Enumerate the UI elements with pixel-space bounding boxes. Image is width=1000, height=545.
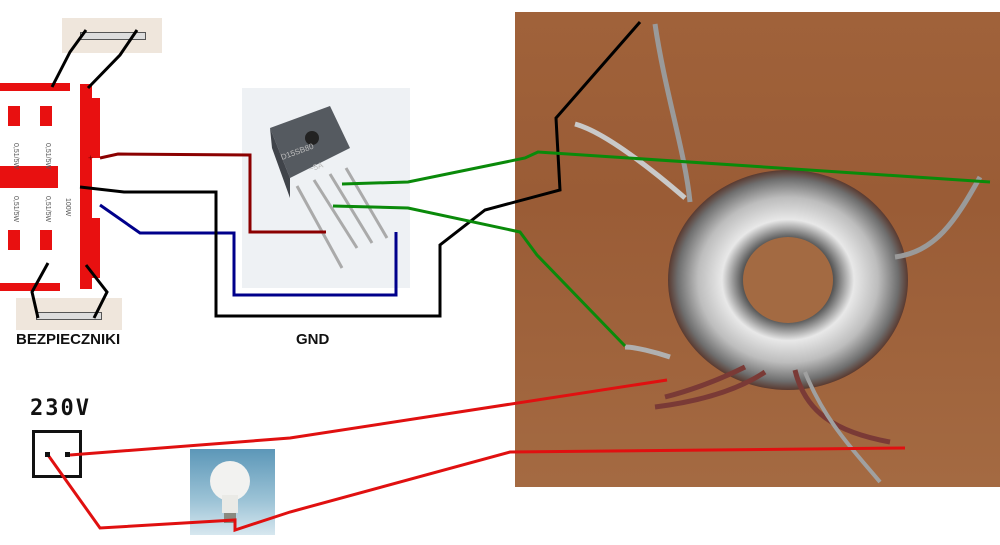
lead-wire-grey-bottom	[624, 344, 671, 360]
bulb-base	[224, 513, 236, 523]
resistor-label: 0,51/5W	[12, 143, 19, 169]
pcb-trace	[0, 166, 58, 188]
gnd-label: GND	[296, 331, 330, 348]
pcb-pad	[8, 106, 20, 126]
fuse-tube	[36, 312, 102, 320]
lead-wire-white	[574, 121, 687, 200]
toroidal-transformer	[574, 23, 983, 484]
mains-socket	[32, 430, 82, 478]
light-bulb	[210, 461, 250, 523]
bridge-pin	[328, 173, 374, 244]
transformer-photo	[515, 12, 1000, 487]
resistor-label-center: 100W	[64, 198, 71, 217]
pcb-trace	[92, 218, 100, 278]
bridge-pin	[344, 167, 389, 239]
bridge-pin	[312, 179, 359, 249]
lead-wire-grey-right	[894, 175, 983, 260]
resistor-label: 0,51/5W	[44, 143, 51, 169]
bridge-rectifier: D15SB80 ~5A	[270, 106, 389, 269]
polarity-plus: +	[88, 153, 93, 163]
lead-wire-red-1	[664, 364, 747, 400]
resistor-label: 0,51/5W	[44, 196, 51, 222]
lead-wire-red-3	[792, 369, 891, 445]
pcb-pad	[40, 230, 52, 250]
fuse-bottom-photo	[16, 298, 122, 330]
fuse-tube	[80, 32, 146, 40]
fuse-top-photo	[62, 18, 162, 53]
pcb-trace	[0, 283, 60, 291]
mains-voltage-label: 230V	[30, 396, 91, 421]
pcb-trace	[80, 84, 92, 289]
resistor-label: 0,51/5W	[12, 196, 19, 222]
pcb-pad	[8, 230, 20, 250]
bridge-pin	[295, 185, 344, 269]
fuses-label: BEZPIECZNIKI	[16, 331, 121, 348]
lead-wire-red-2	[654, 369, 767, 410]
pcb-trace	[92, 98, 100, 158]
pcb-pad	[40, 106, 52, 126]
bridge-rectifier-photo: D15SB80 ~5A	[242, 88, 410, 288]
power-supply-pcb: 0,51/5W 0,51/5W 0,51/5W 0,51/5W 100W +	[0, 78, 110, 298]
bulb-neck	[222, 495, 238, 513]
pcb-trace	[0, 83, 70, 91]
transformer-hole	[743, 237, 833, 323]
light-bulb-photo	[190, 449, 275, 535]
